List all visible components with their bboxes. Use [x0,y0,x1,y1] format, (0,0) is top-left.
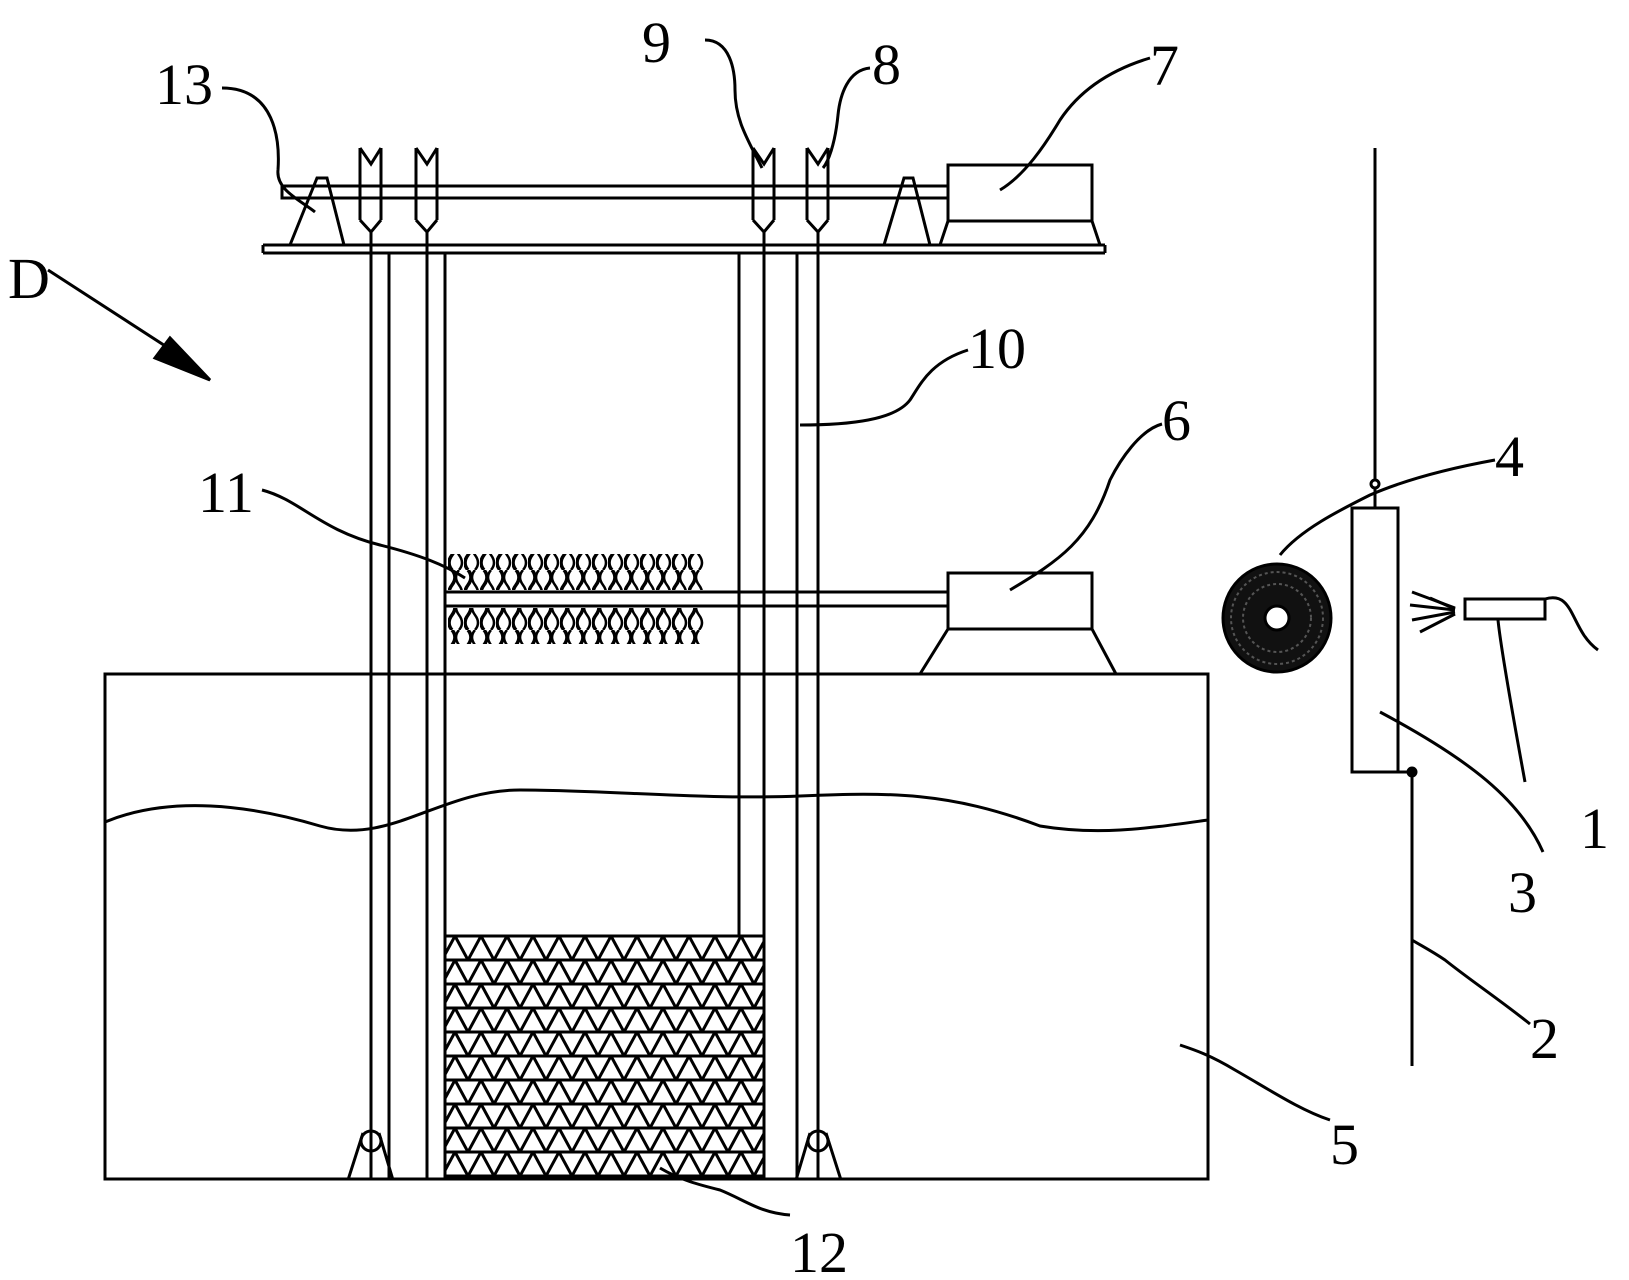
guide-rails [369,232,820,1180]
label-12: 12 [790,1220,848,1280]
motor-6 [918,571,1118,675]
label-13: 13 [155,52,213,117]
bottom-pulley-left [346,1129,395,1181]
label-1: 1 [1580,796,1609,861]
label-3: 3 [1508,860,1537,925]
wire-2 [1369,148,1418,1066]
pulley-9 [751,147,776,235]
pulley-8 [805,147,830,235]
label-4: 4 [1495,424,1524,489]
brush-shaft [443,590,950,608]
spray-nozzle-1 [1409,590,1599,652]
pulley-left-b [414,147,439,235]
label-d: D [8,246,50,311]
label-6: 6 [1162,388,1191,453]
label-2: 2 [1530,1006,1559,1071]
motor-7 [938,163,1102,246]
callout-labels: 13 9 8 7 10 6 4 11 1 3 2 5 12 D [8,10,1609,1280]
reel-4 [1221,562,1333,674]
brush-11-upper [448,554,704,590]
direction-arrow-d [47,268,212,382]
pulley-left-a [358,147,383,235]
label-8: 8 [872,32,901,97]
label-10: 10 [968,316,1026,381]
label-9: 9 [642,10,671,75]
bottom-pulley-right [794,1129,843,1181]
right-support [882,176,932,246]
left-support [288,176,346,246]
label-11: 11 [198,460,254,525]
leader-lines [221,38,1545,1217]
plate-3 [1350,506,1412,774]
label-7: 7 [1150,33,1179,98]
label-5: 5 [1330,1112,1359,1177]
mesh-basket-12 [443,934,766,1181]
brush-11-lower [448,608,704,644]
water-surface [104,788,1209,833]
